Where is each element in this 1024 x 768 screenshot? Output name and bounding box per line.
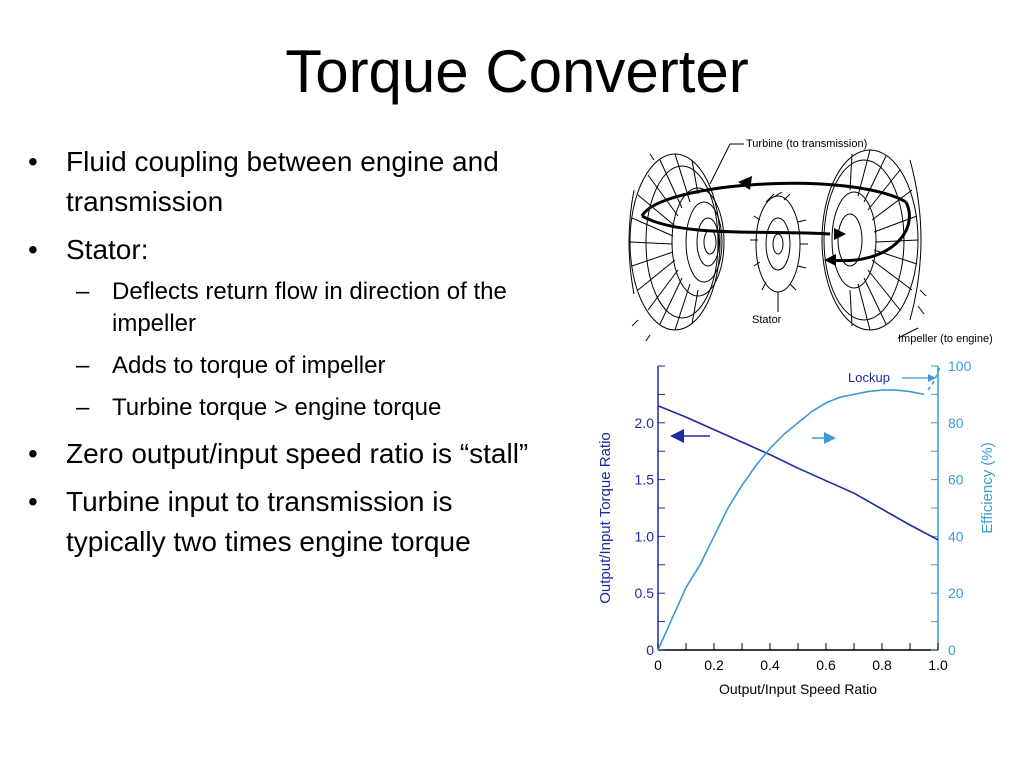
bullet-text: Fluid coupling between engine and transm… xyxy=(66,146,499,217)
torque-ratio-line xyxy=(657,405,939,541)
left-axis-label: Output/Input Torque Ratio xyxy=(597,432,614,604)
sub-bullet-text: Turbine torque > engine torque xyxy=(112,394,442,421)
sub-bullet-item: – Turbine torque > engine torque xyxy=(28,392,558,424)
x-tick-label: 0.2 xyxy=(704,657,724,673)
right-tick-label: 80 xyxy=(948,415,964,431)
sub-bullet-text: Adds to torque of impeller xyxy=(112,352,386,379)
turbine-wheel xyxy=(629,153,721,331)
sub-bullet-list: – Deflects return flow in direction of t… xyxy=(28,276,558,424)
sub-bullet-text: Deflects return flow in direction of the… xyxy=(112,278,507,337)
left-tick-label: 0.5 xyxy=(635,585,655,601)
chart-ticks: 0 0.5 1.0 1.5 2.0 0 20 40 60 80 100 0 0.2 0.4 0.6 0.8 1.… xyxy=(635,358,972,673)
right-tick-label: 20 xyxy=(948,585,964,601)
bullet-dot: • xyxy=(28,438,38,469)
bullet-item: • Turbine input to transmission is typic… xyxy=(28,482,558,562)
bullet-dot: • xyxy=(28,146,38,177)
x-tick-label: 0.8 xyxy=(872,657,892,673)
lockup-curve xyxy=(927,365,941,391)
left-tick-label: 1.0 xyxy=(635,528,655,544)
impeller-label: Impeller (to engine) xyxy=(898,333,993,345)
stator xyxy=(750,191,808,312)
bullet-text: Turbine input to transmission is typical… xyxy=(66,486,471,557)
bullet-item: • Fluid coupling between engine and tran… xyxy=(28,142,558,222)
bullet-item: • Zero output/input speed ratio is “stal… xyxy=(28,434,558,474)
efficiency-axis-arrow-head xyxy=(824,432,836,444)
sub-bullet-dash: – xyxy=(76,394,90,421)
bullet-text: Stator: xyxy=(66,234,149,265)
lockup-arrow-head xyxy=(928,374,936,382)
bullet-dot: • xyxy=(28,234,38,265)
x-tick-label: 1.0 xyxy=(928,657,948,673)
right-tick-label: 100 xyxy=(948,358,972,374)
left-tick-label: 2.0 xyxy=(635,415,655,431)
right-tick-label: 0 xyxy=(948,642,956,658)
slide-title: Torque Converter xyxy=(285,38,749,105)
right-axis-label: Efficiency (%) xyxy=(979,442,996,533)
lockup-label: Lockup xyxy=(848,370,890,385)
sub-bullet-dash: – xyxy=(76,352,90,379)
bullet-text: Zero output/input speed ratio is “stall” xyxy=(66,438,529,469)
bullet-dot: • xyxy=(28,486,38,517)
right-tick-label: 60 xyxy=(948,472,964,488)
chart-axes xyxy=(657,366,939,651)
x-axis-label: Output/Input Speed Ratio xyxy=(719,681,877,697)
sub-bullet-dash: – xyxy=(76,278,90,305)
flow-arrow-top xyxy=(640,181,907,217)
bullet-item: • Stator: xyxy=(28,230,558,270)
x-tick-label: 0.4 xyxy=(760,657,780,673)
performance-chart: 0 0.5 1.0 1.5 2.0 0 20 40 60 80 100 0 0.2 0.4 0.6 0.8 1.… xyxy=(597,358,996,697)
bullet-list: • Fluid coupling between engine and tran… xyxy=(28,142,558,570)
x-tick-label: 0 xyxy=(654,657,662,673)
stator-label: Stator xyxy=(752,314,782,326)
torque-axis-arrow-head xyxy=(670,429,684,443)
torque-converter-diagram: Turbine (to transmission) Stator Impelle… xyxy=(628,138,993,345)
sub-bullet-item: – Deflects return flow in direction of t… xyxy=(28,276,558,340)
flow-arrow-mid xyxy=(641,214,831,236)
chart-annotations: Output/Input Speed Ratio Output/Input Tor… xyxy=(597,365,996,697)
x-tick-label: 0.6 xyxy=(816,657,836,673)
sub-bullet-item: – Adds to torque of impeller xyxy=(28,350,558,382)
efficiency-line xyxy=(657,389,925,651)
left-tick-label: 1.5 xyxy=(635,472,655,488)
chart-series xyxy=(657,389,939,651)
turbine-label: Turbine (to transmission) xyxy=(746,138,867,150)
right-tick-label: 40 xyxy=(948,528,964,544)
left-tick-label: 0 xyxy=(646,642,654,658)
flow-arrow-return xyxy=(829,201,911,263)
